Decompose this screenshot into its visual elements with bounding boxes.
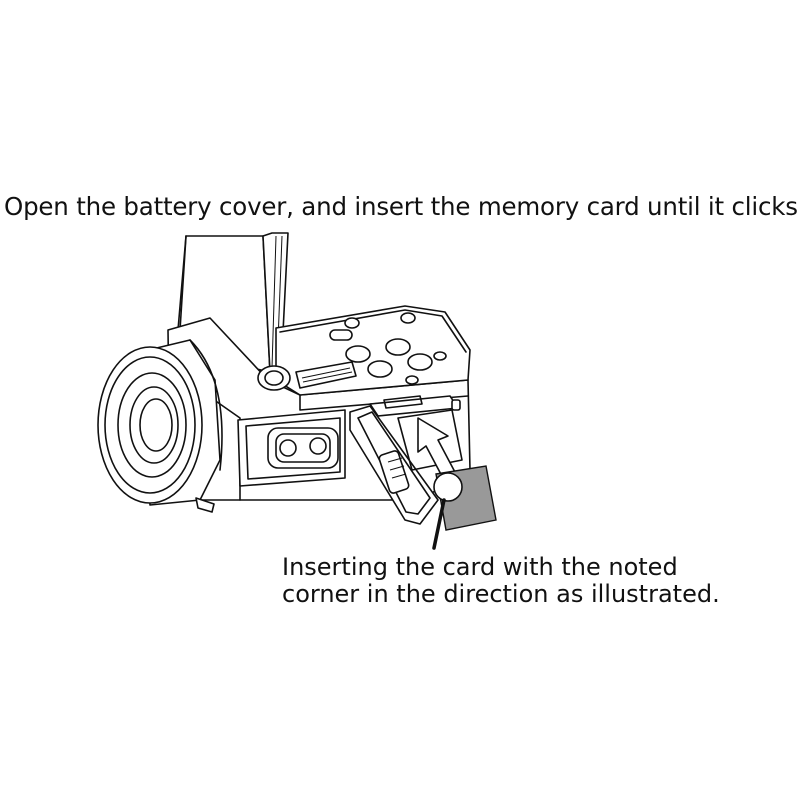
- memory-card: [433, 465, 497, 531]
- callout-line: [432, 498, 446, 550]
- note-line-2: corner in the direction as illustrated.: [282, 580, 720, 608]
- top-buttons: [329, 312, 447, 385]
- battery-cover: [349, 405, 439, 525]
- instruction-text: Open the battery cover, and insert the m…: [4, 192, 800, 221]
- card-insertion-note: Inserting the card with the noted corner…: [282, 554, 720, 608]
- card-slot: [369, 395, 463, 471]
- lens: [97, 339, 223, 506]
- speaker-grille: [295, 361, 357, 389]
- base-foot: [195, 497, 215, 513]
- battery-door-panel: [237, 409, 346, 487]
- note-line-1: Inserting the card with the noted: [282, 553, 678, 581]
